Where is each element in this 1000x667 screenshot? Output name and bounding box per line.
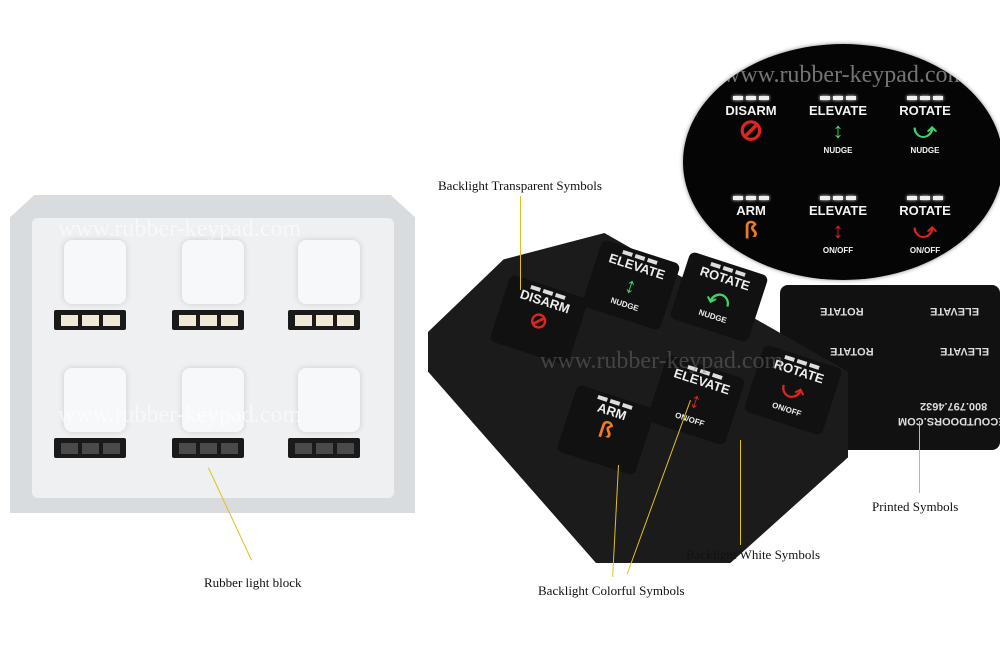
inset-key-disarm: DISARM⊘ (711, 96, 791, 147)
printed-key-label: ROTATE (820, 305, 864, 317)
label-rubber-light-block: Rubber light block (204, 575, 302, 590)
printed-key-label: ELEVATE (940, 345, 990, 357)
double-arrow-vertical-icon: ↕ (832, 118, 844, 143)
label-printed-symbols: Printed Symbols (872, 499, 959, 514)
light-cell (168, 368, 258, 478)
label-backlight-white: Backlight White Symbols (686, 547, 821, 562)
printed-website: ECOUTDOORS.COM (898, 415, 1000, 427)
curved-arrow-icon: ⤻ (913, 218, 937, 243)
watermark: www.rubber-keypad.com (58, 216, 302, 242)
tray-inner (32, 218, 394, 498)
label-backlight-transparent: Backlight Transparent Symbols (438, 178, 602, 193)
watermark: www.rubber-keypad.com (723, 62, 967, 88)
inset-key-rotate-onoff: ROTATE⤻ON/OFF (885, 196, 965, 255)
light-cell (50, 240, 140, 350)
label-backlight-colorful: Backlight Colorful Symbols (538, 583, 685, 598)
callout-line (740, 440, 741, 545)
flame-icon: ꟗ (744, 218, 758, 243)
backlit-closeup-inset: www.rubber-keypad.com DISARM⊘ ELEVATE↕NU… (683, 44, 1000, 280)
inset-key-elevate-nudge: ELEVATE↕NUDGE (798, 96, 878, 155)
light-cell (284, 368, 374, 478)
inset-key-elevate-onoff: ELEVATE↕ON/OFF (798, 196, 878, 255)
light-cell (50, 368, 140, 478)
callout-line (520, 196, 521, 290)
curved-arrow-icon: ⤻ (913, 118, 937, 143)
watermark: www.rubber-keypad.com (58, 402, 302, 428)
printed-key-label: ELEVATE (930, 305, 980, 317)
double-arrow-vertical-icon: ↕ (832, 218, 844, 243)
watermark: www.rubber-keypad.com (540, 348, 784, 374)
light-cell (284, 240, 374, 350)
inset-key-rotate-nudge: ROTATE⤻NUDGE (885, 96, 965, 155)
light-cell (168, 240, 258, 350)
printed-phone: 800.797.4632 (920, 400, 988, 412)
prohibition-icon: ⊘ (738, 114, 764, 147)
callout-line (919, 421, 920, 493)
printed-key-label: ROTATE (830, 345, 874, 357)
